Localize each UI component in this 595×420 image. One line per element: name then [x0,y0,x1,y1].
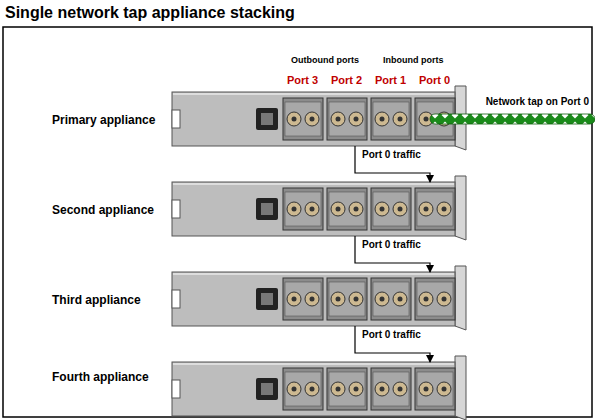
port-number: Port 0 [419,74,450,86]
connector-label: Port 0 traffic [360,329,423,340]
traffic-connector [355,326,430,362]
port-group-label: Inbound ports [383,55,444,65]
appliance-card: Fourth appliance [172,362,455,416]
appliance-label: Second appliance [52,203,154,217]
appliance-card: Primary appliance [172,92,455,146]
appliance-label: Fourth appliance [52,370,149,384]
connector-label: Port 0 traffic [360,149,423,160]
connector-label: Port 0 traffic [360,239,423,250]
traffic-connector [355,146,430,182]
traffic-connector [355,236,430,272]
tap-label: Network tap on Port 0 [486,96,589,107]
diagram-title: Single network tap appliance stacking [5,4,295,22]
appliance-card: Second appliance [172,182,455,236]
port-group-label: Outbound ports [291,55,359,65]
port-number: Port 1 [375,74,406,86]
appliance-label: Third appliance [52,293,141,307]
appliance-card: Third appliance [172,272,455,326]
port-number: Port 2 [331,74,362,86]
appliance-label: Primary appliance [52,113,155,127]
port-number: Port 3 [287,74,318,86]
